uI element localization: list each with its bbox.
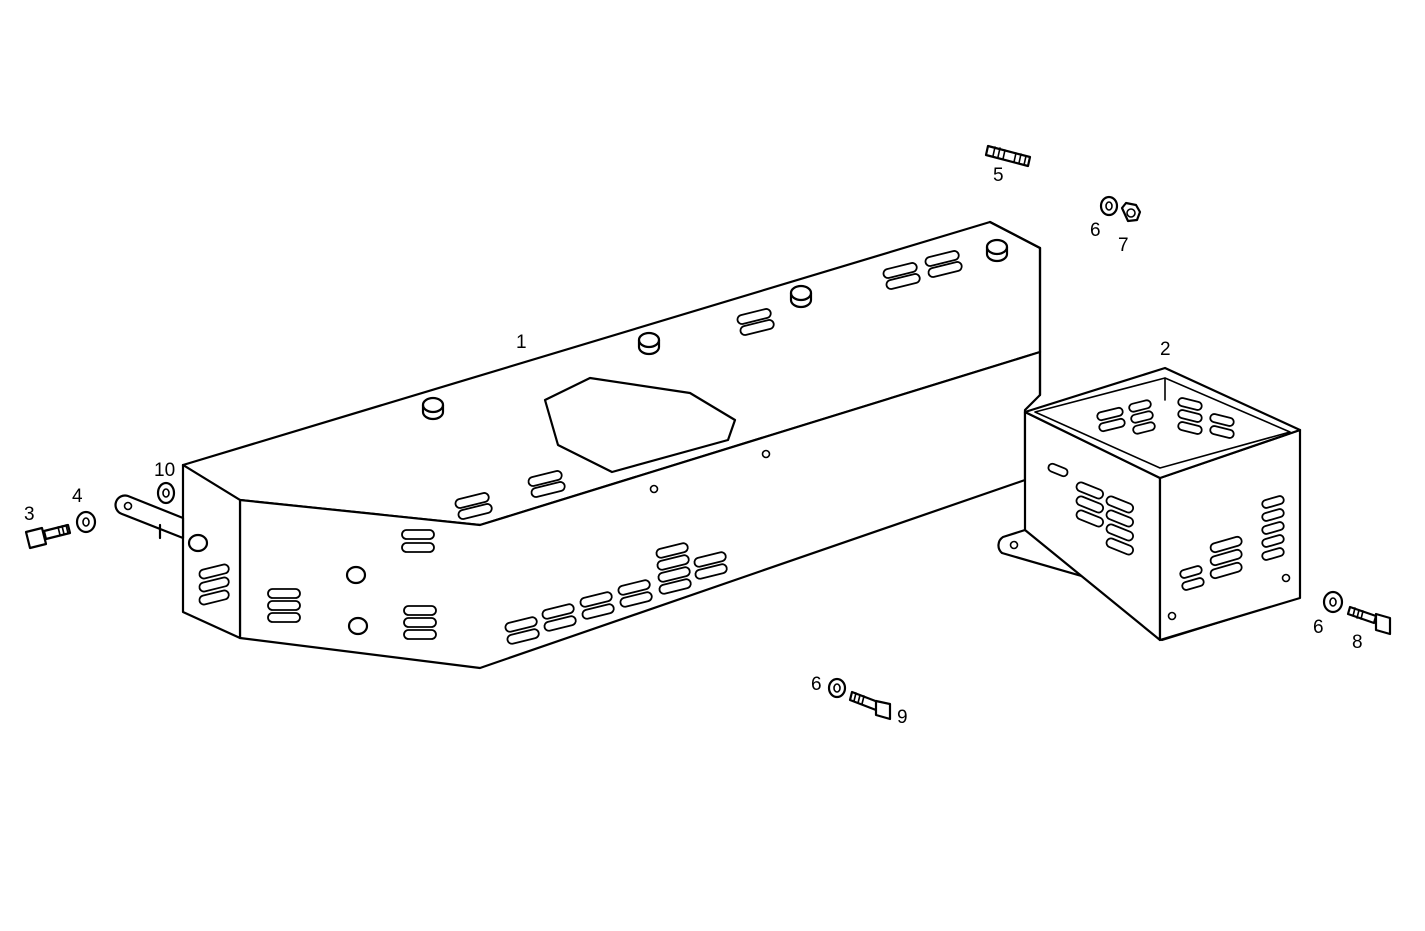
callout-6-right: 6 xyxy=(1313,617,1324,638)
part-3-bolt xyxy=(24,523,72,550)
front-vent-slots xyxy=(267,529,728,645)
part-5-stud xyxy=(984,144,1032,168)
part-8-bolt xyxy=(1346,605,1392,636)
part-1-housing xyxy=(114,220,1042,670)
callout-3: 3 xyxy=(24,504,35,525)
box-inner-slots xyxy=(1096,397,1235,439)
callout-7: 7 xyxy=(1118,235,1129,256)
end-face-slots xyxy=(198,563,230,606)
housing-front-face xyxy=(238,350,1042,670)
callout-10: 10 xyxy=(154,460,175,481)
callout-4: 4 xyxy=(72,486,83,507)
callout-6-top: 6 xyxy=(1090,220,1101,241)
box-back-rim xyxy=(1023,366,1302,480)
part-9-bolt xyxy=(848,690,892,721)
part-6-washer-top xyxy=(1099,195,1119,217)
callout-9: 9 xyxy=(897,707,908,728)
part-2-box xyxy=(997,366,1302,642)
callout-2: 2 xyxy=(1160,339,1171,360)
part-6-washer-bottom xyxy=(827,677,847,699)
box-side-slots xyxy=(1047,462,1135,556)
part-6-washer-right xyxy=(1322,590,1344,614)
mounting-bracket xyxy=(114,494,185,540)
boss-group xyxy=(421,238,1009,421)
callout-1: 1 xyxy=(516,332,527,353)
box-front-slots xyxy=(1179,495,1285,591)
callout-5: 5 xyxy=(993,165,1004,186)
top-vent-slots xyxy=(454,250,963,520)
callout-8: 8 xyxy=(1352,632,1363,653)
part-7-nut xyxy=(1120,201,1142,223)
housing-opening xyxy=(543,376,737,474)
part-10-washer xyxy=(156,481,176,505)
part-4-washer xyxy=(75,510,97,534)
callout-labels: 1 2 3 4 5 6 7 6 8 6 9 10 xyxy=(24,165,1363,728)
callout-6-bottom: 6 xyxy=(811,674,822,695)
